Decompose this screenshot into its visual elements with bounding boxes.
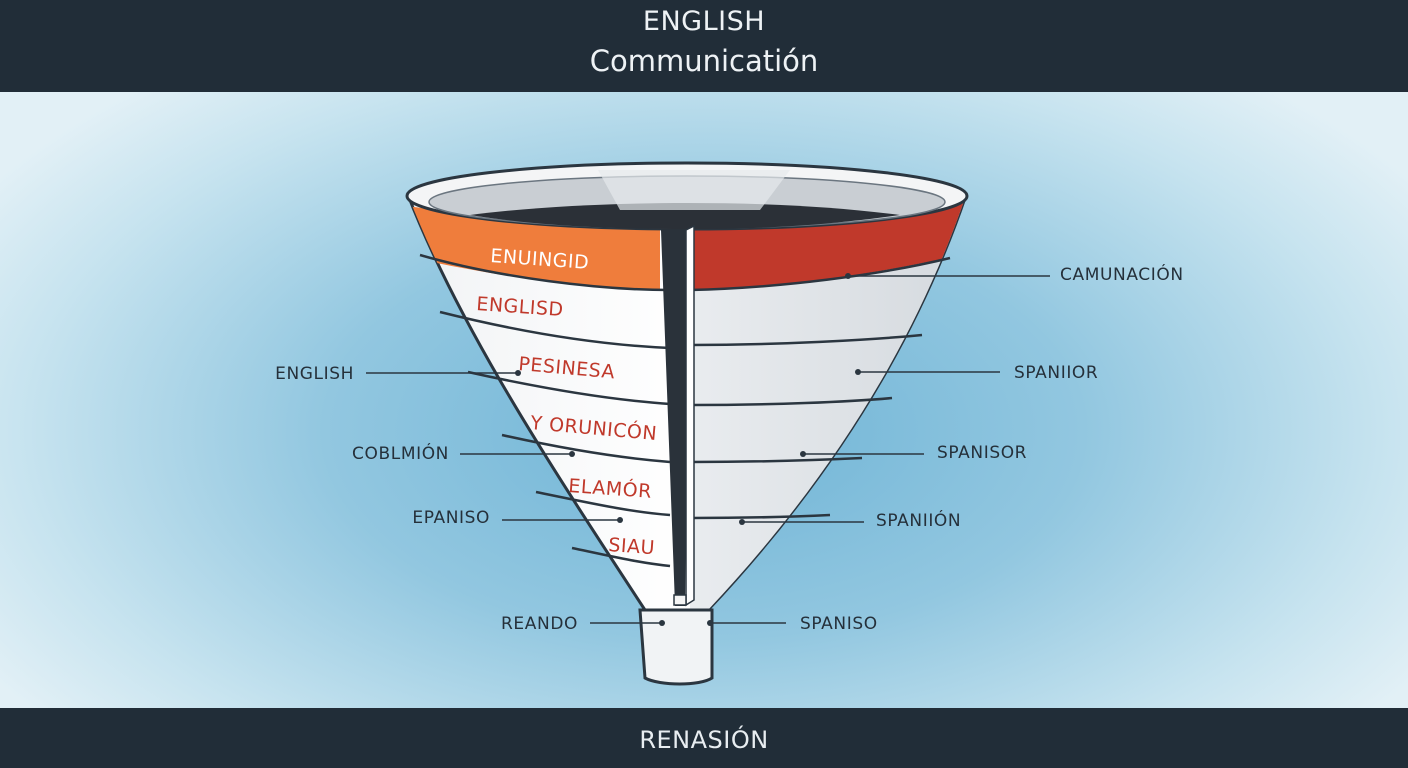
footer-text: RENASIÓN [639,726,769,754]
footer-bar: RENASIÓN [0,708,1408,768]
right-callout-2: SPANIIOR [1014,363,1098,383]
funnel-interior [470,203,900,229]
band-dividers-right [689,256,951,520]
callout-lines [366,275,1050,624]
funnel-spout [638,608,714,686]
left-callout-1: ENGLISH [275,364,354,384]
band-dividers-left [419,253,671,568]
right-callout-3: SPANISOR [937,443,1027,463]
left-callout-4: REANDO [501,614,578,634]
header-bar: ENGLISH Communicatión [0,0,1408,92]
left-callout-3: EPANISO [412,508,490,528]
top-band-right [690,200,966,290]
header-subtitle: Communicatión [589,44,819,78]
left-callout-2: COBLMIÓN [352,442,449,464]
right-callout-4: SPANIIÓN [876,509,961,531]
right-callout-1: CAMUNACIÓN [1060,263,1184,285]
band-label-6: SIAU [608,534,656,559]
callout-dots [515,273,861,626]
header-title: ENGLISH [642,6,766,37]
right-callout-5: SPANISO [800,614,878,634]
